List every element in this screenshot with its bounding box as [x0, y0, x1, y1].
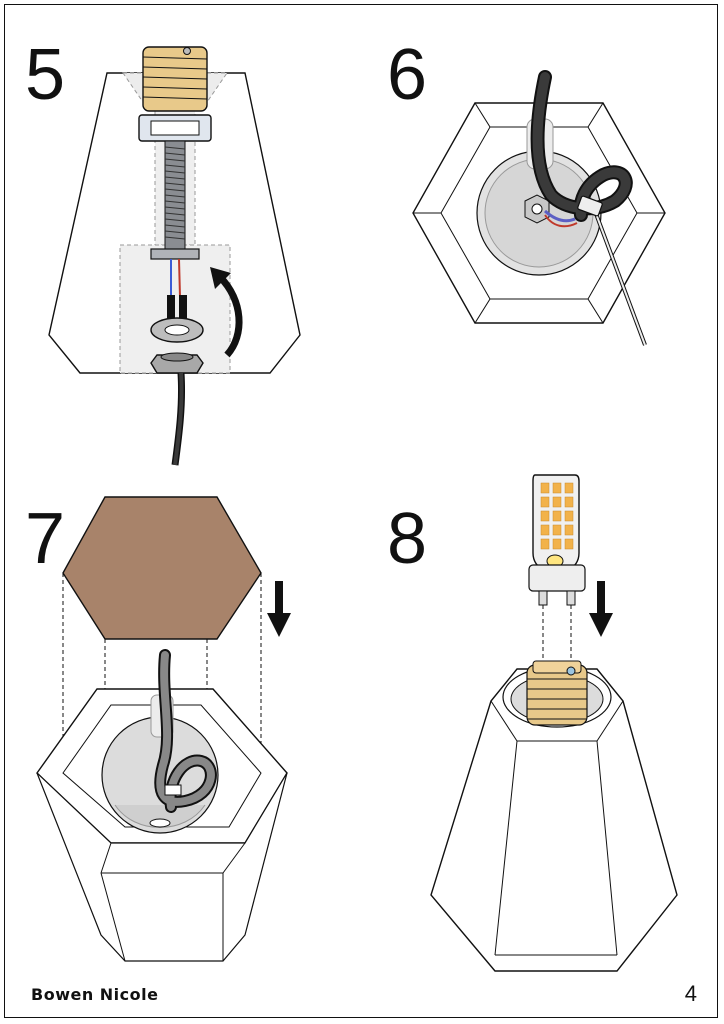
down-arrow-icon [267, 581, 291, 637]
step-number-5: 5 [25, 35, 66, 115]
step-7-illustration [36, 496, 291, 962]
page-number: 4 [684, 981, 697, 1006]
step-number-6: 6 [387, 35, 428, 115]
step-number-7: 7 [25, 499, 66, 579]
step-6-illustration [412, 70, 666, 346]
bulb-guide-lines [542, 605, 572, 669]
clamp-bracket-icon [138, 114, 212, 142]
g9-led-bulb-icon [528, 474, 586, 606]
washer-icon [150, 317, 204, 343]
step-8-illustration [430, 474, 678, 972]
nut-icon [150, 352, 204, 374]
instruction-page: 5 6 7 8 [4, 4, 718, 1018]
socket-thread-icon [142, 46, 208, 112]
brand-logo: Bowen Nicole [31, 985, 159, 1004]
threaded-rod-icon [150, 140, 200, 260]
step-5-illustration [48, 46, 301, 466]
cable-tie-icon [577, 195, 647, 346]
step-number-8: 8 [387, 499, 428, 579]
rotate-arrow-icon [210, 267, 243, 358]
socket-in-lamp-icon [526, 660, 588, 726]
lamp-body-assembled [430, 668, 678, 972]
down-arrow-icon [589, 581, 613, 637]
cable-tucked-icon [154, 649, 217, 813]
lamp-opening-icon [476, 118, 602, 276]
cable-loop-icon [530, 70, 633, 222]
